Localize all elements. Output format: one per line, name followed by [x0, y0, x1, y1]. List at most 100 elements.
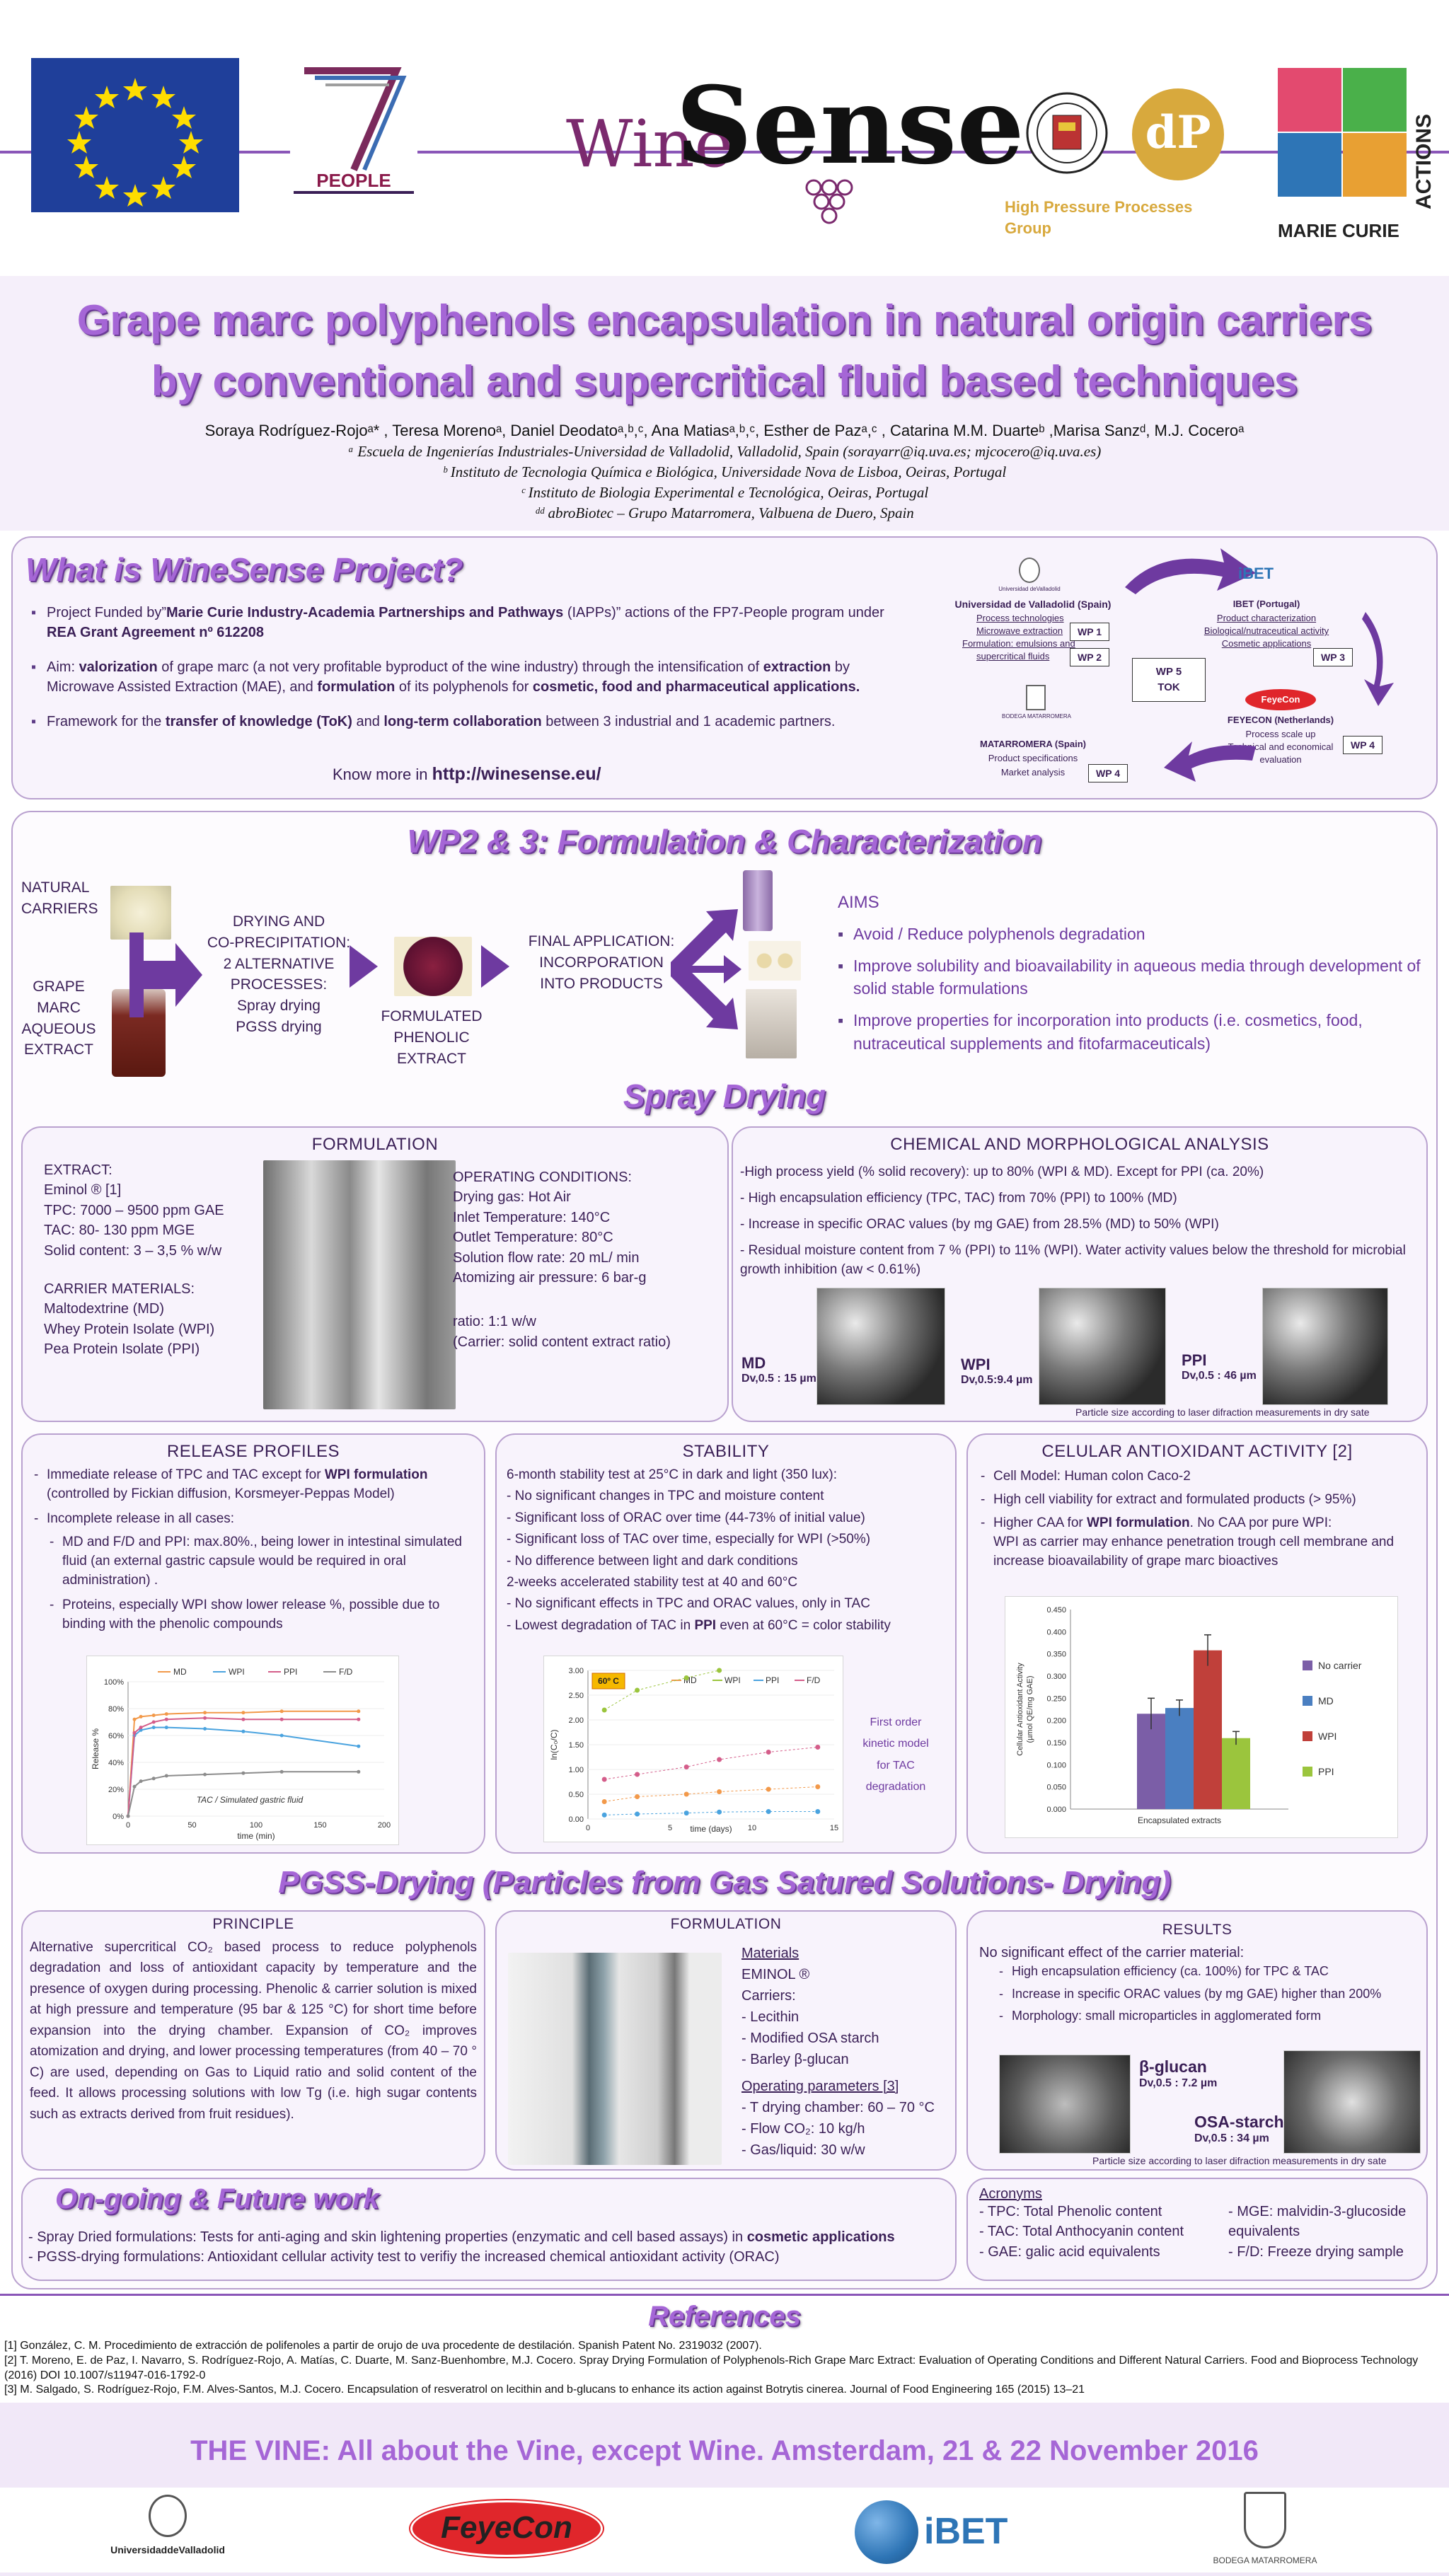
- pgss-heading: PGSS-Drying (Particles from Gas Satured …: [278, 1865, 1171, 1900]
- acronym-tac: - TAC: Total Anthocyanin content: [979, 2224, 1184, 2240]
- spray-dryer-image: [263, 1160, 456, 1409]
- data-point-MD: [132, 1717, 137, 1721]
- bar-WPI: [1194, 1650, 1222, 1809]
- wpi-size: Dv,0.5:9.4 µm: [961, 1374, 1033, 1386]
- aim-1: Avoid / Reduce polyphenols degradation: [838, 923, 1425, 946]
- spray-heading: Spray Drying: [623, 1078, 826, 1114]
- antiox-line-3: Higher CAA for WPI formulation. No CAA p…: [978, 1514, 1421, 1533]
- arrow-top-icon: [1125, 548, 1256, 594]
- grape-extract-label: GRAPE MARC AQUEOUS EXTRACT: [21, 978, 96, 1058]
- pgss-materials: Materials EMINOL ® Carriers: - Lecithin …: [741, 1943, 947, 2161]
- future-heading: On-going & Future work: [55, 2183, 379, 2214]
- antiox-line-2: High cell viability for extract and form…: [978, 1491, 1421, 1510]
- extract-block: EXTRACT: Eminol ® [1] TPC: 7000 – 9500 p…: [44, 1160, 224, 1360]
- data-point-F/D: [279, 1769, 284, 1774]
- y-axis-label: Cellular Antioxidant Activity: [1016, 1663, 1024, 1756]
- chemical-lines: -High process yield (% solid recovery): …: [740, 1163, 1419, 1280]
- acronyms-title: Acronyms: [979, 2186, 1042, 2202]
- op-3: - Gas/liquid: 30 w/w: [741, 2142, 865, 2158]
- chem-line-1: -High process yield (% solid recovery): …: [740, 1165, 1264, 1179]
- feyecon-name: FEYECON (Netherlands): [1227, 715, 1334, 725]
- wp4a-badge: WP 4: [1343, 736, 1382, 754]
- md-sem-image: [816, 1288, 945, 1405]
- data-point-F/D: [139, 1779, 143, 1784]
- wp5-tok-box: WP 5 TOK: [1132, 658, 1206, 702]
- uva-seal-icon: [1026, 92, 1108, 174]
- stability-title: STABILITY: [682, 1442, 770, 1461]
- matarromera-line2: Market analysis: [1000, 767, 1066, 778]
- kinetic-note: First order kinetic model for TAC degrad…: [862, 1716, 929, 1794]
- release-title: RELEASE PROFILES: [166, 1442, 340, 1461]
- y-axis-label: Release %: [91, 1728, 100, 1769]
- materials-1: EMINOL ®: [741, 1967, 810, 1982]
- y-tick-label: 0.200: [1046, 1717, 1066, 1726]
- wp2-badge: WP 2: [1070, 648, 1109, 666]
- legend-label-PPI: PPI: [766, 1675, 779, 1685]
- materials-3: - Lecithin: [741, 2009, 799, 2025]
- feyecon-line3: evaluation: [1259, 754, 1302, 765]
- data-point-MD: [683, 1791, 689, 1797]
- op-line-8: ratio: 1:1 w/w: [453, 1314, 536, 1330]
- hpp-line1: High Pressure Processes: [1005, 198, 1193, 216]
- winesense-link[interactable]: http://winesense.eu/: [432, 764, 601, 784]
- stability-line-6: 2-weeks accelerated stability test at 40…: [507, 1574, 798, 1590]
- actions-text: ACTIONS: [1412, 114, 1436, 209]
- carrier-powder-image: [110, 886, 171, 940]
- grape-cluster-icon: [805, 179, 853, 224]
- uva-line4: supercritical fluids: [976, 651, 1050, 662]
- x-tick-label: 100: [250, 1821, 262, 1830]
- future-panel: [21, 2178, 957, 2281]
- supplement-capsules-image: [749, 941, 801, 981]
- x-tick-label: 15: [830, 1824, 838, 1832]
- data-point-MD: [357, 1709, 361, 1714]
- data-point-WPI: [151, 1726, 156, 1730]
- formulated-extract-image: [394, 937, 472, 996]
- y-tick-label: 2.50: [569, 1692, 584, 1700]
- winesense-bullet-1: Project Funded by”Marie Curie Industry-A…: [31, 603, 908, 643]
- op-line-5: Solution flow rate: 20 mL/ min: [453, 1249, 640, 1266]
- osa-label: OSA-starch: [1194, 2113, 1284, 2131]
- principle-panel: [21, 1910, 485, 2171]
- legend-swatch-MD: [1303, 1696, 1312, 1706]
- operating-conditions-block: OPERATING CONDITIONS: Drying gas: Hot Ai…: [453, 1167, 722, 1352]
- data-point-F/D: [241, 1771, 246, 1775]
- wp5-label: WP 5: [1155, 666, 1182, 678]
- x-axis-label: time (days): [690, 1824, 732, 1834]
- data-point-PPI: [815, 1809, 821, 1814]
- stability-line-1: 6-month stability test at 25°C in dark a…: [507, 1467, 837, 1482]
- arrow-to-formulated-icon: [350, 945, 378, 988]
- y-tick-label: 0.150: [1046, 1739, 1066, 1748]
- people-text: PEOPLE: [316, 170, 391, 191]
- x-tick-label: 5: [668, 1824, 672, 1832]
- references-rule: [0, 2294, 1449, 2296]
- footer-ibet-circle-icon: [855, 2500, 918, 2564]
- data-point-MD: [635, 1794, 640, 1799]
- acronyms-panel: [966, 2178, 1428, 2281]
- drying-processes-label: DRYING AND CO-PRECIPITATION: 2 ALTERNATI…: [207, 913, 351, 1036]
- aims-list: Avoid / Reduce polyphenols degradation I…: [838, 923, 1425, 1063]
- spray-formulation-title: FORMULATION: [311, 1135, 439, 1154]
- footer-feyecon-text: FeyeCon: [441, 2510, 572, 2545]
- stability-line-4: - Significant loss of TAC over time, esp…: [507, 1532, 871, 1547]
- data-point-PPI: [241, 1717, 246, 1721]
- footer-feyecon-logo: [410, 2500, 603, 2557]
- wp1-badge: WP 1: [1070, 623, 1109, 641]
- data-point-MD: [139, 1714, 143, 1719]
- reference-1: [1] González, C. M. Procedimiento de ext…: [4, 2340, 762, 2352]
- data-point-WPI: [635, 1687, 640, 1693]
- ibet-line2: Biological/nutraceutical activity: [1203, 625, 1329, 636]
- aim-3: Improve properties for incorporation int…: [838, 1009, 1425, 1055]
- x-axis-label: time (min): [237, 1831, 275, 1841]
- chart-annotation: TAC / Simulated gastric fluid: [197, 1795, 304, 1805]
- op-line-1: OPERATING CONDITIONS:: [453, 1169, 632, 1185]
- wp4b-badge: WP 4: [1088, 764, 1128, 782]
- legend-label-MD: MD: [173, 1667, 187, 1677]
- antiox-chart-svg: 0.0000.0500.1000.1500.2000.2500.3000.350…: [1016, 1606, 1362, 1825]
- footer-matarromera-logo: BODEGA MATARROMERA: [1208, 2488, 1322, 2572]
- bar-PPI: [1222, 1738, 1250, 1809]
- arrow-to-final-icon: [481, 945, 509, 988]
- results-2: Increase in specific ORAC values (by mg …: [996, 1985, 1418, 2004]
- y-tick-label: 0.450: [1046, 1606, 1066, 1615]
